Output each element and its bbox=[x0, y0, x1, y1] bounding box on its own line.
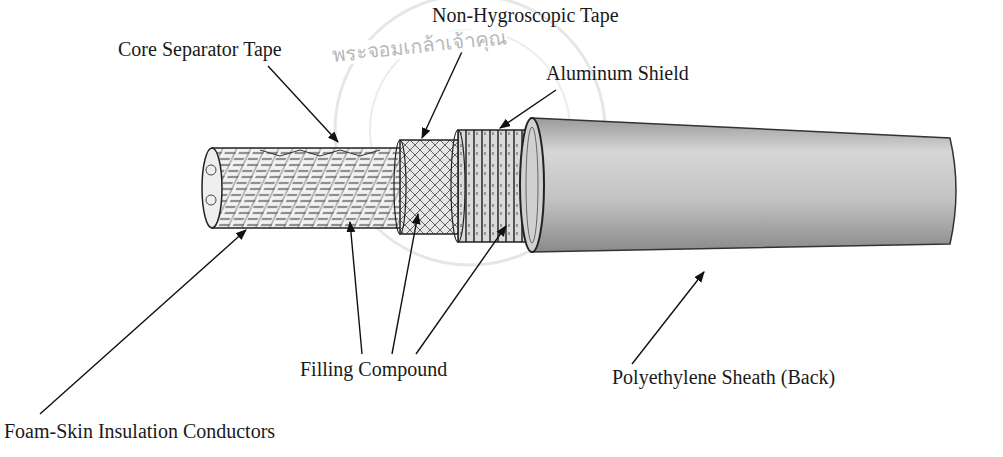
leader-line bbox=[268, 66, 338, 142]
leader-line bbox=[350, 222, 362, 354]
leader-line bbox=[632, 272, 704, 364]
sheath-inner-edge bbox=[526, 127, 538, 243]
part-name: Filling Compound bbox=[300, 358, 447, 380]
part-name: Polyethylene Sheath (Back) bbox=[612, 366, 835, 388]
part-name: Core Separator Tape bbox=[118, 38, 282, 60]
polyethylene-sheath bbox=[532, 118, 956, 252]
conductor-ends bbox=[206, 165, 216, 205]
sheath-end bbox=[520, 118, 544, 252]
shield-edge bbox=[451, 130, 465, 242]
tape-edge bbox=[394, 140, 406, 234]
part-name: Foam-Skin Insulation Conductors bbox=[4, 420, 275, 442]
core-end bbox=[202, 148, 222, 228]
part-name: Non-Hygroscopic Tape bbox=[432, 4, 619, 26]
separator-tape-zigzag bbox=[260, 150, 380, 156]
part-name: Aluminum Shield bbox=[546, 62, 689, 84]
leader-line bbox=[40, 230, 246, 414]
leader-line bbox=[416, 226, 506, 354]
leader-line bbox=[500, 90, 556, 128]
watermark-text: พระจอมเกล้าเจ้าคุณ bbox=[331, 26, 508, 66]
leader-lines bbox=[40, 30, 704, 414]
leader-line bbox=[392, 214, 418, 354]
core-conductors bbox=[212, 148, 405, 228]
